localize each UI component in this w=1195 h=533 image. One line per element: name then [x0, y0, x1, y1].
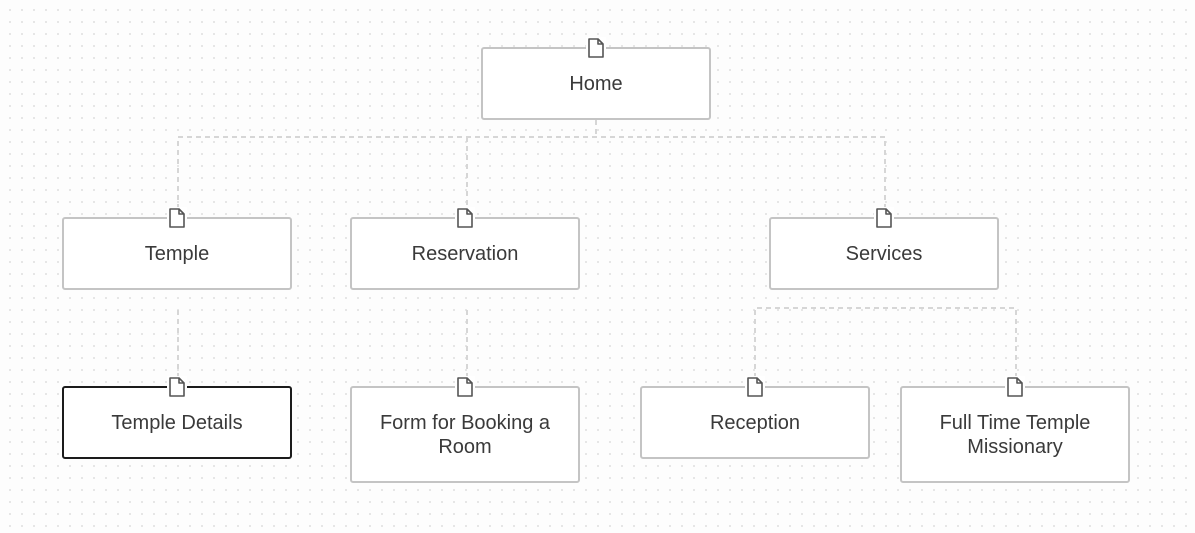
- page-icon: [455, 376, 475, 398]
- node-label: Reception: [709, 411, 801, 434]
- sitemap-node-temple[interactable]: Temple: [62, 207, 292, 290]
- node-label: Services: [845, 242, 923, 265]
- page-icon: [167, 207, 187, 229]
- page-icon: [1005, 376, 1025, 398]
- node-label: Temple Details: [111, 411, 243, 434]
- node-label: Reservation: [411, 242, 519, 265]
- node-label: Home: [569, 72, 623, 95]
- page-icon: [167, 376, 187, 398]
- node-label: Temple: [144, 242, 210, 265]
- sitemap-node-reservation[interactable]: Reservation: [350, 207, 580, 290]
- sitemap-node-home[interactable]: Home: [481, 37, 711, 120]
- connector-services-children: [754, 307, 1017, 378]
- sitemap-node-reception[interactable]: Reception: [640, 376, 870, 459]
- page-icon: [586, 37, 606, 59]
- page-icon: [455, 207, 475, 229]
- node-label: Form for Booking a Room: [379, 411, 551, 458]
- sitemap-node-booking-form[interactable]: Form for Booking a Room: [350, 376, 580, 483]
- sitemap-node-temple-details[interactable]: Temple Details: [62, 376, 292, 459]
- sitemap-node-services[interactable]: Services: [769, 207, 999, 290]
- page-icon: [745, 376, 765, 398]
- node-label: Full Time Temple Missionary: [939, 411, 1091, 458]
- connector-home-children: [177, 120, 886, 209]
- sitemap-node-missionary[interactable]: Full Time Temple Missionary: [900, 376, 1130, 483]
- page-icon: [874, 207, 894, 229]
